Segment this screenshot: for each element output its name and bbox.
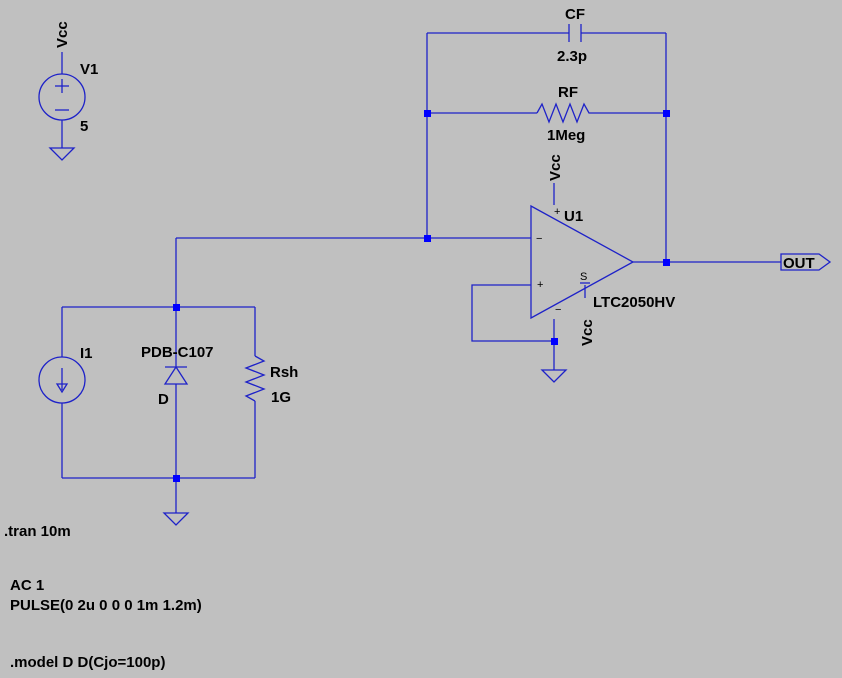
spice-directives: .tran 10m AC 1 PULSE(0 2u 0 0 0 1m 1.2m)… <box>4 523 202 671</box>
ground-icon <box>540 369 568 383</box>
tran-directive[interactable]: .tran 10m <box>4 523 71 540</box>
opamp-triangle-icon <box>530 204 635 320</box>
cf-name: CF <box>565 6 585 23</box>
resistor-rsh[interactable]: Rsh 1G <box>244 307 298 478</box>
supply-v1[interactable]: Vcc V1 5 <box>38 21 98 161</box>
pin-plus-label: + <box>537 279 543 291</box>
opamp-part: LTC2050HV <box>593 294 675 311</box>
diode-triangle-icon <box>163 365 189 385</box>
pin-shdn-label: S <box>580 271 587 283</box>
resistor-zigzag-icon <box>536 102 593 124</box>
junction-dot <box>663 110 670 117</box>
junction-dot <box>663 259 670 266</box>
junctions <box>173 110 670 482</box>
v1-value: 5 <box>80 118 88 135</box>
plus-input-wire <box>471 284 554 342</box>
junction-dot <box>424 235 431 242</box>
current-source-i1[interactable]: I1 <box>38 307 93 478</box>
opamp-vminus-net-label: Vcc <box>579 319 596 346</box>
ground-icon <box>162 512 190 526</box>
junction-dot <box>424 110 431 117</box>
model-directive[interactable]: .model D D(Cjo=100p) <box>10 654 165 671</box>
rsh-name: Rsh <box>270 364 298 381</box>
junction-dot <box>551 338 558 345</box>
opamp-u1[interactable]: − + + − S Vcc Vcc U1 LTC2050HV <box>530 154 675 370</box>
output-port-out[interactable]: OUT <box>780 253 832 272</box>
i1-name: I1 <box>80 345 93 362</box>
ac-directive[interactable]: AC 1 <box>10 577 44 594</box>
rf-name: RF <box>558 84 578 101</box>
pin-vplus-label: + <box>554 206 560 218</box>
resistor-zigzag-icon <box>244 355 266 402</box>
junction-dot <box>173 475 180 482</box>
junction-dot <box>173 304 180 311</box>
rf-value: 1Meg <box>547 127 585 144</box>
cf-value: 2.3p <box>557 48 587 65</box>
capacitor-cf[interactable]: CF 2.3p <box>557 6 587 65</box>
opamp-name: U1 <box>564 208 583 225</box>
ground-icon <box>48 147 76 161</box>
port-flag-icon <box>780 253 832 271</box>
arrow-head-icon <box>55 383 69 394</box>
diode-part: PDB-C107 <box>141 344 214 361</box>
pulse-directive[interactable]: PULSE(0 2u 0 0 0 1m 1.2m) <box>10 597 202 614</box>
diode-name: D <box>158 391 169 408</box>
v1-net-label: Vcc <box>54 21 71 48</box>
feedback-network <box>426 32 667 262</box>
pin-vminus-label: − <box>555 304 561 316</box>
rsh-value: 1G <box>271 389 291 406</box>
resistor-rf[interactable]: RF 1Meg <box>536 84 593 144</box>
photodiode-d[interactable]: PDB-C107 D <box>141 307 214 478</box>
opamp-vplus-net-label: Vcc <box>547 154 564 181</box>
output-port-label: OUT <box>783 255 815 272</box>
v1-name: V1 <box>80 61 98 78</box>
pin-minus-label: − <box>536 233 542 245</box>
